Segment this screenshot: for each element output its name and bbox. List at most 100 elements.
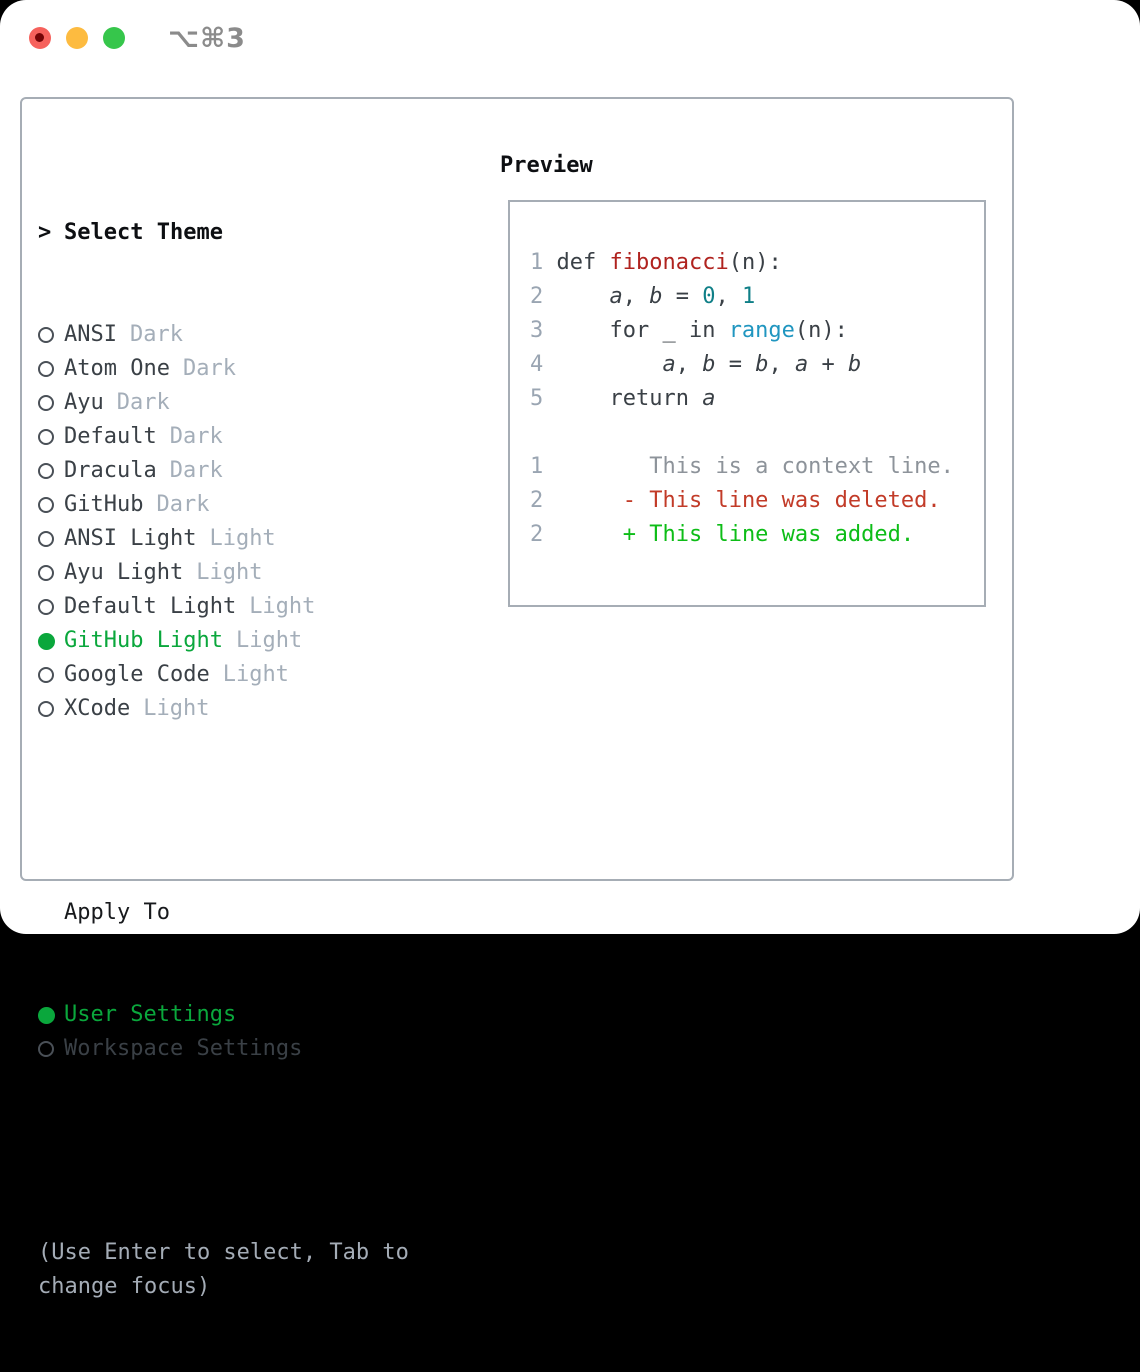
preview-line: 2 + This line was added.: [530, 522, 954, 556]
zoom-button[interactable]: [103, 27, 125, 49]
code-token: ,: [675, 352, 703, 377]
theme-option-name: XCode: [64, 696, 131, 721]
code-token: (n):: [794, 318, 848, 343]
close-dot-icon: [35, 33, 44, 42]
preview-box: [508, 200, 986, 607]
line-number: 1: [530, 250, 557, 275]
theme-option-name: GitHub Light: [64, 628, 223, 653]
radio-icon: [38, 599, 54, 615]
preview-line: 1 This is a context line.: [530, 454, 954, 488]
theme-option[interactable]: ANSI Light Light: [38, 522, 474, 556]
code-token: return: [556, 386, 703, 411]
theme-option-variant: Dark: [182, 356, 236, 381]
focus-caret-icon: >: [38, 220, 52, 245]
code-token: for _ in: [556, 318, 729, 343]
preview-header: Preview: [500, 152, 593, 178]
code-token: range: [728, 318, 795, 343]
preview-line: 2 a, b = 0, 1: [530, 284, 954, 318]
line-number: 4: [530, 352, 557, 377]
radio-icon: [38, 531, 54, 547]
theme-option-name: Dracula: [64, 458, 157, 483]
code-token: [557, 284, 610, 309]
theme-option-name: Default: [64, 424, 157, 449]
code-token: [557, 522, 623, 547]
code-token: =: [662, 284, 703, 309]
theme-option[interactable]: Default Dark: [38, 420, 474, 454]
code-token: b: [649, 284, 663, 309]
close-button[interactable]: [29, 27, 51, 49]
line-number: 3: [530, 318, 557, 343]
theme-option[interactable]: Google Code Light: [38, 658, 474, 692]
code-token: + This line was added.: [622, 522, 915, 547]
apply-to-option[interactable]: Workspace Settings: [38, 1032, 474, 1066]
radio-icon: [38, 395, 54, 411]
preview-line: 5 return a: [530, 386, 954, 420]
code-token: b: [702, 352, 716, 377]
radio-icon: [38, 701, 54, 717]
line-number: 2: [530, 284, 557, 309]
theme-option[interactable]: Atom One Dark: [38, 352, 474, 386]
radio-selected-icon: [38, 632, 55, 650]
code-token: def: [556, 250, 610, 275]
theme-menu-header-row: > Select Theme: [38, 216, 474, 250]
code-token: +: [808, 352, 848, 377]
window-shortcut-label: ⌥⌘3: [168, 22, 246, 54]
theme-option-name: Google Code: [64, 662, 210, 687]
minimize-button[interactable]: [66, 27, 88, 49]
line-number: 1: [530, 454, 557, 479]
code-token: fibonacci: [609, 250, 729, 275]
theme-option-variant: Dark: [116, 390, 170, 415]
code-token: b: [847, 352, 862, 377]
code-token: ,: [715, 284, 742, 309]
code-token: This is a context line.: [556, 454, 954, 479]
preview-line: [530, 420, 954, 454]
preview-line: 4 a, b = b, a + b: [530, 352, 954, 386]
code-token: b: [755, 352, 769, 377]
apply-to-option[interactable]: User Settings: [38, 998, 474, 1032]
titlebar: ⌥⌘3: [29, 23, 246, 54]
apply-to-option-name: User Settings: [64, 1002, 237, 1027]
theme-option-variant: Light: [222, 662, 289, 687]
preview-line: 1 def fibonacci(n):: [530, 250, 954, 284]
code-token: a: [609, 284, 623, 309]
theme-option-name: ANSI: [64, 322, 117, 347]
theme-option-name: ANSI Light: [64, 526, 197, 551]
code-token: [557, 488, 623, 513]
preview-line: 2 - This line was deleted.: [530, 488, 954, 522]
theme-option-name: Ayu Light: [64, 560, 184, 585]
apply-to-option-name: Workspace Settings: [64, 1036, 303, 1061]
theme-option-name: Default Light: [64, 594, 237, 619]
theme-option-variant: Light: [209, 526, 276, 551]
radio-icon: [38, 327, 54, 343]
theme-option-name: GitHub: [64, 492, 144, 517]
code-token: a: [702, 386, 716, 411]
code-token: (n):: [728, 250, 782, 275]
code-token: a: [794, 352, 809, 377]
code-token: a: [662, 352, 676, 377]
radio-icon: [38, 497, 54, 513]
radio-icon: [38, 361, 54, 377]
theme-option-name: Atom One: [64, 356, 170, 381]
code-token: =: [715, 352, 756, 377]
theme-option[interactable]: Default Light Light: [38, 590, 474, 624]
code-token: 0: [702, 284, 716, 309]
code-token: ,: [622, 284, 650, 309]
theme-option[interactable]: GitHub Dark: [38, 488, 474, 522]
theme-option-variant: Dark: [169, 424, 223, 449]
theme-option-variant: Light: [249, 594, 316, 619]
radio-icon: [38, 667, 54, 683]
theme-option-variant: Dark: [156, 492, 210, 517]
footer-hint: (Use Enter to select, Tab to change focu…: [38, 1240, 409, 1299]
code-token: ,: [768, 352, 795, 377]
